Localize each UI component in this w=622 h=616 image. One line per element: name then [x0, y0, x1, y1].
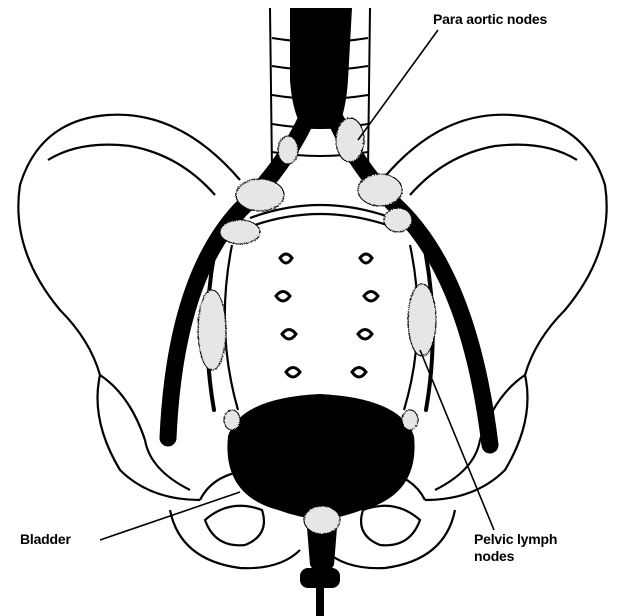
- bladder-leader: [100, 492, 240, 540]
- pelvic-lymph-nodes-label-line2: nodes: [474, 548, 557, 565]
- bladder-label: Bladder: [20, 531, 71, 548]
- para-aortic-node-cluster: [336, 118, 364, 162]
- pelvic-lymph-nodes-label-line1: Pelvic lymph: [474, 531, 557, 548]
- pelvic-lymph-nodes-label: Pelvic lymph nodes: [474, 531, 557, 565]
- sacral-foramina: [276, 254, 378, 377]
- para-aortic-nodes-label: Para aortic nodes: [433, 11, 547, 28]
- right-pelvic-node-cluster: [408, 284, 436, 356]
- aorta: [290, 8, 352, 128]
- left-pelvic-node-cluster: [198, 290, 226, 370]
